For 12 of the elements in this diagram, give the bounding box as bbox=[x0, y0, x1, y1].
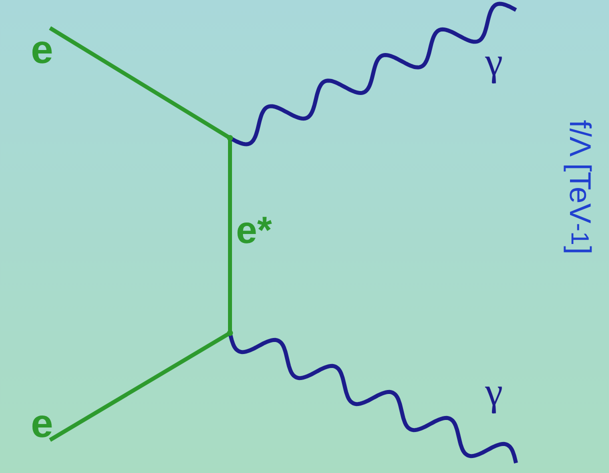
photon-label: γ bbox=[476, 40, 512, 84]
electron-label: e bbox=[24, 404, 60, 444]
edge-label: e* bbox=[236, 212, 272, 250]
fermion-line bbox=[48, 26, 232, 140]
electron-label: e bbox=[24, 30, 60, 70]
photon-line bbox=[228, 332, 518, 464]
fermion-line bbox=[228, 138, 232, 333]
vertex-dot bbox=[227, 135, 233, 141]
photon-line bbox=[229, 2, 517, 146]
vertex-dot bbox=[227, 330, 233, 336]
photon-label: γ bbox=[476, 370, 512, 414]
fermion-line bbox=[48, 331, 232, 442]
